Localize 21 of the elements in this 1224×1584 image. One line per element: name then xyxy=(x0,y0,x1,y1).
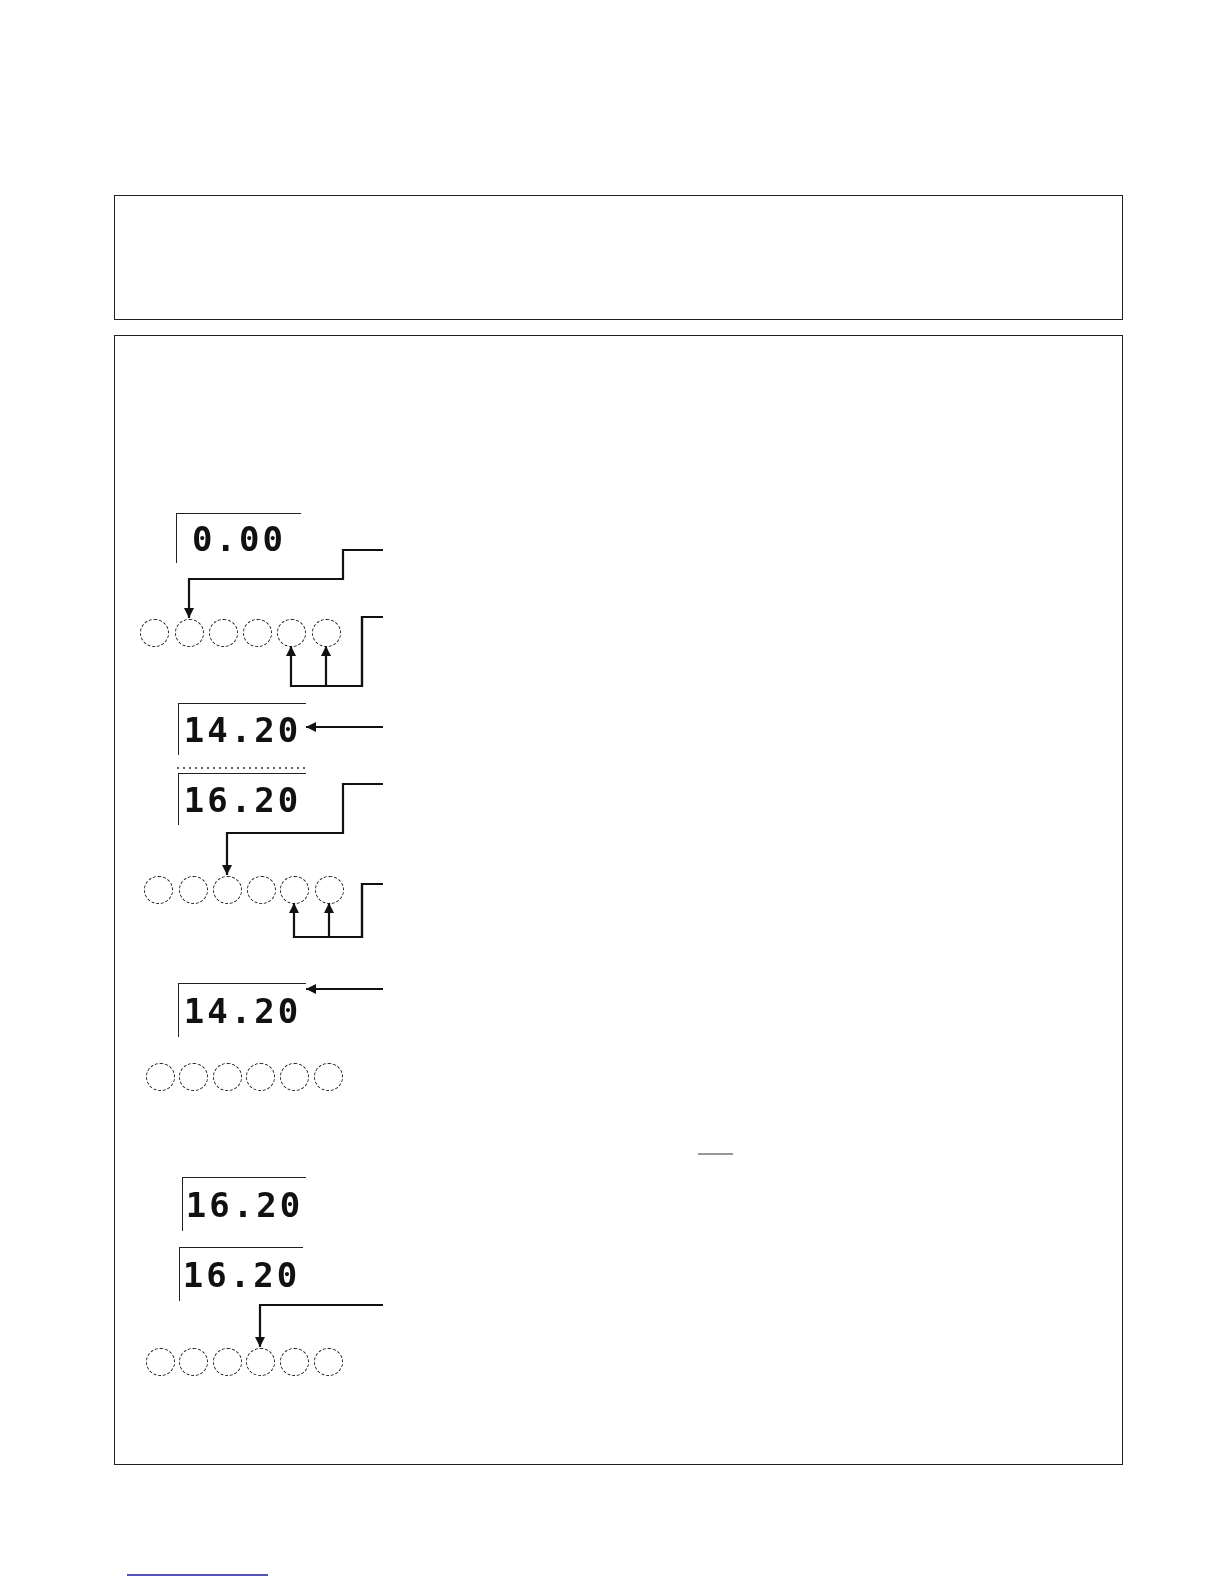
arrow xyxy=(184,548,383,618)
lcd-display xyxy=(178,983,306,1037)
lcd-display xyxy=(182,1177,306,1231)
lcd-display xyxy=(176,513,301,563)
display-reading: 0.00 xyxy=(192,518,286,559)
arrow xyxy=(306,984,383,994)
display-reading: 14.20 xyxy=(183,709,302,750)
panel-frame xyxy=(114,195,1123,320)
lcd-display xyxy=(179,1247,303,1301)
panel-frame xyxy=(114,335,1123,1465)
display-reading: 14.20 xyxy=(183,990,302,1031)
arrow xyxy=(306,722,383,732)
display-reading: 16.20 xyxy=(183,779,302,820)
lcd-display xyxy=(178,703,306,755)
arrow xyxy=(321,615,383,688)
lcd-display xyxy=(178,773,306,825)
arrow xyxy=(222,782,383,875)
arrow xyxy=(255,1303,383,1347)
arrow xyxy=(324,882,383,939)
display-reading: 16.20 xyxy=(182,1254,301,1295)
display-reading: 16.20 xyxy=(185,1184,304,1225)
